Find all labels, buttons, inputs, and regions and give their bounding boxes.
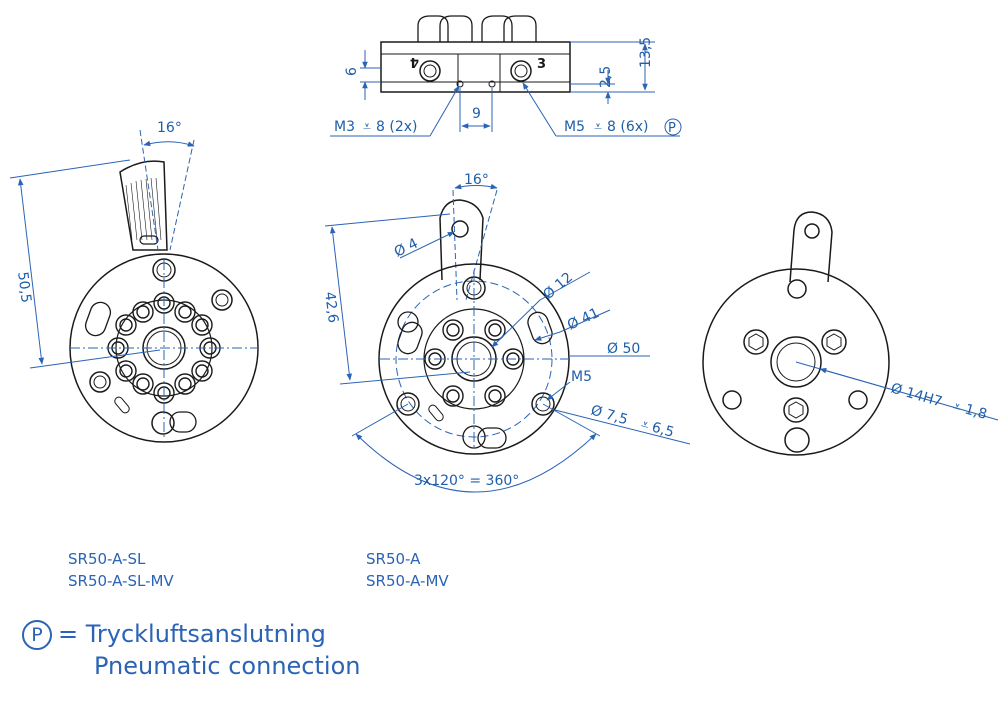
m5-depth: 8 (6x): [607, 119, 648, 135]
dim-6: 6: [344, 67, 360, 76]
center-caption-line2: SR50-A-MV: [366, 572, 449, 590]
depth-symbol-icon: ⩡: [363, 119, 371, 135]
right-bore-label: Ø 14H7: [889, 380, 944, 410]
dim-13-5: 13,5: [638, 37, 654, 68]
center-d75-depth: 6,5: [650, 419, 676, 441]
connector-domes: [417, 15, 537, 42]
center-tab: [439, 199, 484, 281]
dim-2-5: 2,5: [598, 66, 614, 88]
legend-line1: = Tryckluftsanslutning: [58, 620, 326, 648]
center-view: 16° Ø 4 42,6: [321, 172, 691, 493]
legend-line2: Pneumatic connection: [94, 652, 361, 680]
port-3-hole: [510, 60, 532, 82]
depth-symbol-icon: ⩡: [594, 119, 602, 135]
right-bore: [770, 336, 822, 388]
right-view: Ø 14H7 ⩡ 1,8: [702, 211, 999, 456]
left-length: 50,5: [14, 271, 34, 304]
center-d50: Ø 50: [607, 341, 640, 357]
top-view-body: [380, 41, 571, 93]
left-caption-line2: SR50-A-SL-MV: [68, 572, 174, 590]
center-bolt-ring: [424, 319, 524, 407]
right-bore-depth: 1,8: [963, 401, 989, 423]
port-left-number: 4: [410, 54, 419, 69]
left-caption: SR50-A-SL SR50-A-SL-MV: [68, 548, 174, 592]
center-d4: Ø 4: [392, 235, 421, 260]
m3-depth: 8 (2x): [376, 119, 417, 135]
p-marker-icon: P: [668, 121, 676, 136]
left-angle: 16°: [157, 120, 182, 136]
depth-symbol-icon: ⩡: [639, 416, 651, 434]
lever-arm: [119, 160, 168, 251]
port-right-number: 3: [537, 57, 546, 72]
legend: P= Tryckluftsanslutning Pneumatic connec…: [22, 618, 360, 682]
left-view: 16°: [9, 120, 259, 443]
center-m5: M5: [571, 369, 592, 385]
right-tab: [789, 211, 833, 283]
dim-9: 9: [472, 106, 481, 122]
legend-line1-row: P= Tryckluftsanslutning: [22, 618, 360, 650]
center-d41: Ø 41: [565, 305, 602, 334]
center-d75: Ø 7,5: [589, 402, 630, 428]
center-caption-line1: SR50-A: [366, 550, 421, 568]
port-4-hole: [419, 60, 441, 82]
left-caption-line1: SR50-A-SL: [68, 550, 146, 568]
center-arc: 3x120° = 360°: [414, 473, 519, 489]
m3-label: M3: [334, 119, 355, 135]
depth-symbol-icon: ⩡: [951, 398, 963, 416]
p-marker-icon: P: [22, 620, 52, 650]
center-angle: 16°: [464, 172, 489, 188]
center-length: 42,6: [321, 291, 341, 324]
m5-label: M5: [564, 119, 585, 135]
top-view: 4 3 6 13,5 2,5 9 M3 ⩡ 8 (2x) M5 ⩡ 8 (6x)…: [330, 15, 682, 137]
center-d12: Ø 12: [540, 269, 576, 303]
right-main-disc: [702, 268, 890, 456]
center-caption: SR50-A SR50-A-MV: [366, 548, 449, 592]
